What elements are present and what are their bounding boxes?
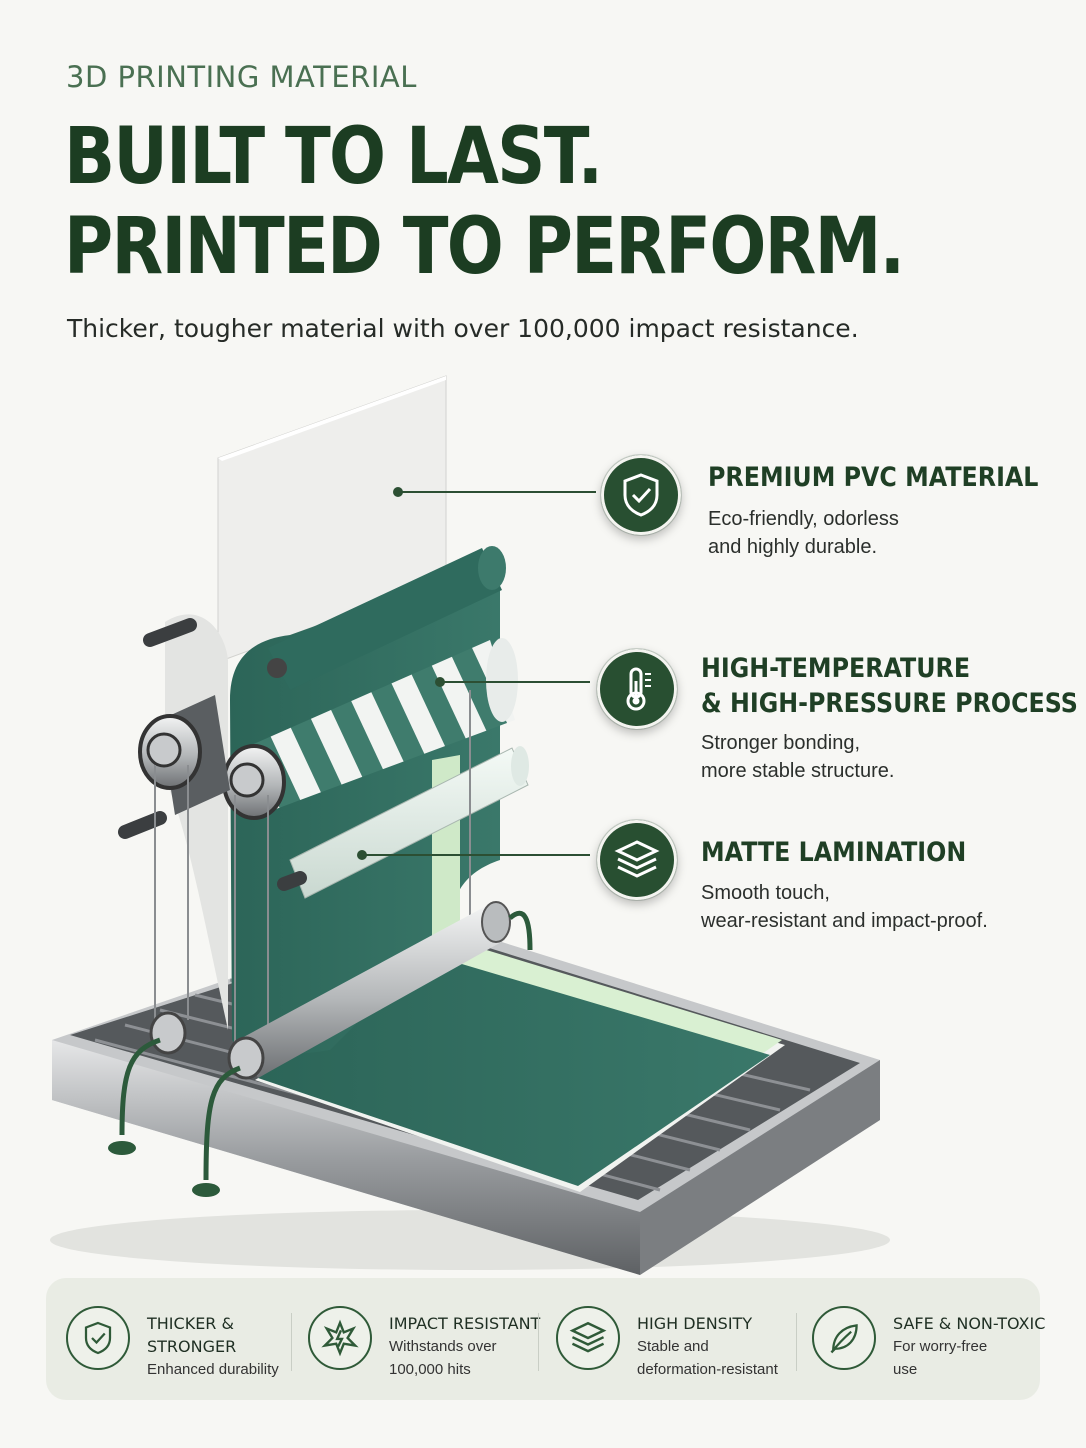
- feature-description: Stronger bonding,more stable structure.: [701, 732, 895, 782]
- bottom-feature-title: IMPACT RESISTANT: [389, 1314, 541, 1333]
- bottom-feature-title: THICKER &STRONGER: [147, 1314, 237, 1356]
- divider: [538, 1313, 539, 1371]
- shield-check-icon: [601, 455, 681, 535]
- glass-roller: [277, 746, 529, 899]
- leaf-icon: [812, 1306, 876, 1370]
- bottom-feature-title: SAFE & NON-TOXIC: [893, 1314, 1046, 1333]
- headline-line-2: PRINTED TO PERFORM.: [64, 202, 905, 292]
- thermometer-icon: [597, 649, 677, 729]
- shield-check-icon: [66, 1306, 130, 1370]
- bottom-roller: [149, 901, 511, 1080]
- headline-line-1: BUILT TO LAST.: [64, 112, 603, 202]
- divider: [796, 1313, 797, 1371]
- laminating-machine-illustration: [50, 375, 890, 1275]
- top-teal-roller: [267, 546, 506, 690]
- impact-burst-icon: [308, 1306, 372, 1370]
- bottom-feature-title: HIGH DENSITY: [637, 1314, 753, 1333]
- divider: [291, 1313, 292, 1371]
- layers-icon: [597, 820, 677, 900]
- feature-title: MATTE LAMINATION: [701, 837, 967, 868]
- layers-icon: [556, 1306, 620, 1370]
- bottom-feature-bar: THICKER &STRONGER Enhanced durability IM…: [46, 1278, 1045, 1400]
- feature-title: PREMIUM PVC MATERIAL: [708, 462, 1039, 493]
- feature-description: Smooth touch,wear-resistant and impact-p…: [701, 882, 988, 932]
- page-title: BUILT TO LAST. PRINTED TO PERFORM.: [64, 112, 905, 292]
- bottom-feature-thicker: THICKER &STRONGER Enhanced durability: [46, 1278, 291, 1400]
- subheadline: Thicker, tougher material with over 100,…: [67, 314, 859, 343]
- bottom-feature-description: Enhanced durability: [147, 1361, 279, 1378]
- eyebrow-label: 3D PRINTING MATERIAL: [66, 60, 417, 94]
- feature-title: HIGH-TEMPERATURE& HIGH-PRESSURE PROCESS: [701, 653, 1078, 719]
